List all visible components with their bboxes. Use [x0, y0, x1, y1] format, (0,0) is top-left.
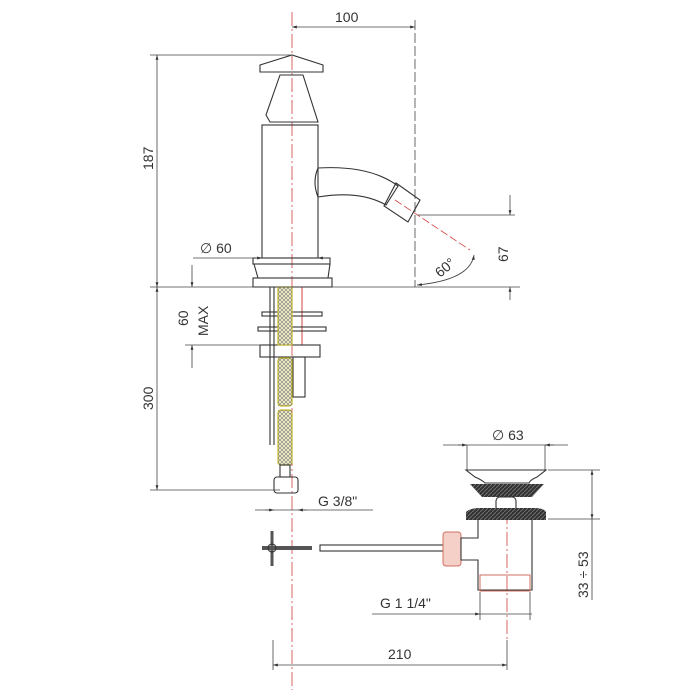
dim-deck-thickness: 60 [175, 310, 191, 326]
popup-rod [262, 531, 462, 567]
dim-total-height: 187 [140, 146, 156, 170]
popup-waste [460, 469, 548, 592]
supply-hoses [273, 286, 299, 494]
dim-spout-height: 67 [495, 246, 511, 262]
dim-deck-thickness-max: MAX [195, 305, 211, 336]
dim-base-diameter: ∅ 60 [200, 240, 232, 256]
dim-waste-adjust: 33 ÷ 53 [575, 551, 591, 598]
dim-waste-thread: G 1 1/4" [380, 595, 431, 611]
dim-spout-reach: 100 [335, 9, 359, 25]
dimension-lines [150, 25, 600, 670]
centerlines [291, 12, 508, 690]
dim-hose-length: 300 [140, 386, 156, 410]
dim-hose-connection: G 3/8" [318, 493, 357, 509]
faucet-body [252, 54, 421, 288]
dim-waste-diameter: ∅ 63 [492, 427, 524, 443]
dim-waste-distance: 210 [388, 646, 412, 662]
